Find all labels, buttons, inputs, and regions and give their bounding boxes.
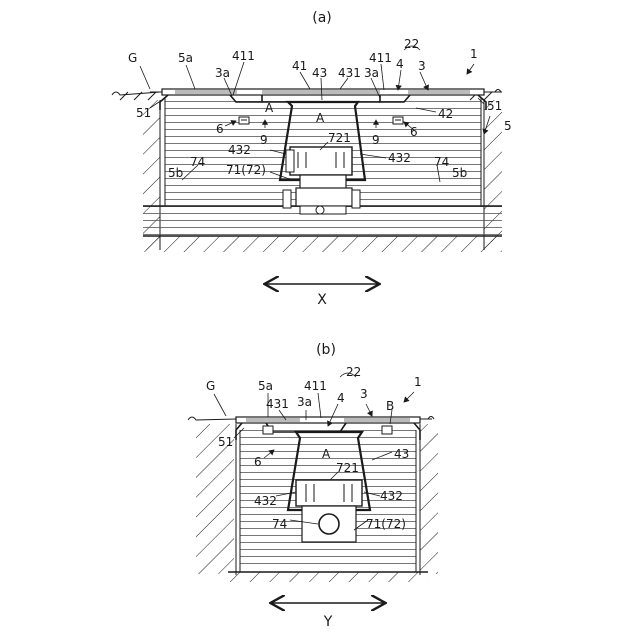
label-G-b: G	[206, 379, 215, 393]
label-5b-left: 5b	[168, 166, 183, 180]
label-A-b: A	[322, 447, 331, 461]
label-411-left: 411	[232, 49, 255, 63]
label-51-right: 51	[487, 99, 502, 113]
label-22: 22	[404, 37, 419, 51]
label-432-right-b: 432	[380, 489, 403, 503]
label-432-left-b: 432	[254, 494, 277, 508]
direction-arrow-y: Y	[272, 603, 384, 630]
label-431-b: 431	[266, 397, 289, 411]
label-6-left: 6	[216, 122, 224, 136]
meter-device-b	[296, 480, 362, 542]
label-51-left: 51	[136, 106, 151, 120]
label-3-b: 3	[360, 387, 368, 401]
bolt-right-a	[393, 117, 403, 124]
label-6-b: 6	[254, 455, 262, 469]
label-3a-right: 3a	[364, 66, 379, 80]
label-43-b: 43	[394, 447, 409, 461]
label-74-right: 74	[434, 155, 449, 169]
figure-b: (b)	[188, 342, 438, 630]
label-9-right: 9	[372, 133, 380, 147]
figure-a: (a)	[112, 10, 512, 308]
label-A-left: A	[265, 101, 274, 115]
label-1-b: 1	[414, 375, 422, 389]
label-B-b: B	[386, 399, 394, 413]
label-5a: 5a	[178, 51, 193, 65]
label-432-left: 432	[228, 143, 251, 157]
label-411-b: 411	[304, 379, 327, 393]
label-721: 721	[328, 131, 351, 145]
label-3: 3	[418, 59, 426, 73]
soil-right-b	[420, 424, 438, 575]
label-71-72-b: 71(72)	[366, 517, 406, 531]
figure-a-subtitle: (a)	[312, 10, 332, 26]
direction-arrow-x: X	[266, 284, 378, 308]
label-431: 431	[338, 66, 361, 80]
label-4: 4	[396, 57, 404, 71]
label-5a-b: 5a	[258, 379, 273, 393]
figure-b-subtitle: (b)	[316, 342, 336, 358]
label-51-b: 51	[218, 435, 233, 449]
label-6-right: 6	[410, 125, 418, 139]
label-5: 5	[504, 119, 512, 133]
label-42: 42	[438, 107, 453, 121]
label-74-b: 74	[272, 517, 287, 531]
label-9-left: 9	[260, 133, 268, 147]
label-74-left: 74	[190, 155, 205, 169]
label-G: G	[128, 51, 137, 65]
label-721-b: 721	[336, 461, 359, 475]
label-3a-left: 3a	[215, 66, 230, 80]
axis-label-Y: Y	[323, 614, 333, 630]
label-5b-right: 5b	[452, 166, 467, 180]
label-43: 43	[312, 66, 327, 80]
bolt-left-b	[263, 426, 273, 434]
label-22-b: 22	[346, 365, 361, 379]
label-1: 1	[470, 47, 478, 61]
axis-label-X: X	[317, 292, 327, 308]
bolt-left-a	[239, 117, 249, 124]
label-411-right: 411	[369, 51, 392, 65]
label-4-b: 4	[337, 391, 345, 405]
label-A-center: A	[316, 111, 325, 125]
label-432-right: 432	[388, 151, 411, 165]
label-41: 41	[292, 59, 307, 73]
label-3a-b: 3a	[297, 395, 312, 409]
label-71-72: 71(72)	[226, 163, 266, 177]
bolt-right-b	[382, 426, 392, 434]
